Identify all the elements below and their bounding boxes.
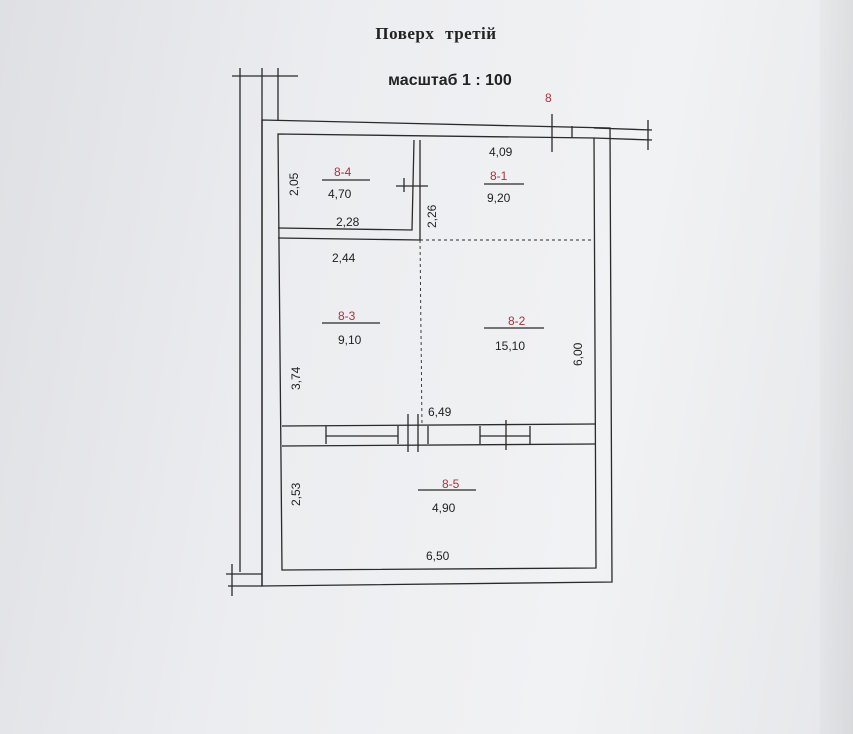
room-8-5-area: 4,90	[432, 501, 456, 515]
room-8-3-id: 8-3	[338, 309, 356, 323]
room-8-4-id: 8-4	[334, 165, 352, 179]
floor-title: Поверх третій	[375, 24, 497, 43]
room-8-1-area: 9,20	[487, 191, 511, 205]
dim-top-width: 4,09	[489, 145, 513, 159]
outer-wall-inner	[277, 133, 597, 571]
room-8-2-id: 8-2	[508, 314, 526, 328]
dim-8-1-height: 2,26	[425, 204, 439, 228]
room-8-4-wall-inner	[277, 139, 415, 231]
room-8-3-area: 9,10	[338, 333, 362, 347]
room-8-5-id: 8-5	[442, 477, 460, 491]
dim-bottom-width: 6,50	[426, 549, 450, 563]
middle-wall-bottom	[281, 443, 597, 447]
middle-wall-top	[281, 423, 597, 427]
top-ext-2	[593, 137, 653, 141]
scale-label: масштаб 1 : 100	[388, 72, 512, 89]
room-8-4-area: 4,70	[328, 187, 352, 201]
top-ext-1	[593, 127, 653, 131]
room-8-1-id: 8-1	[490, 169, 508, 183]
dim-8-3-height: 3,74	[289, 366, 303, 390]
building-number: 8	[545, 91, 552, 105]
outer-wall-outer	[261, 119, 613, 587]
dim-middle-width: 6,49	[428, 405, 452, 419]
dim-8-5-height: 2,53	[289, 482, 303, 506]
dim-8-4-height: 2,05	[287, 172, 301, 196]
room-8-2-area: 15,10	[495, 339, 525, 353]
dashed-divider-v	[419, 239, 423, 427]
dim-8-4-width: 2,28	[336, 215, 360, 229]
dim-8-3-width: 2,44	[332, 251, 356, 265]
dim-right-height: 6,00	[571, 342, 585, 366]
